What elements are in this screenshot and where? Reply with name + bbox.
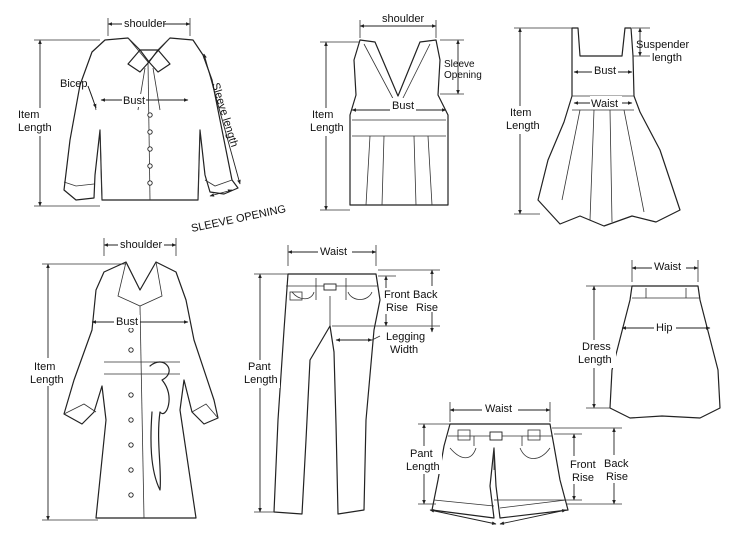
shorts-pant-length-label-2: Length: [406, 461, 440, 473]
pants-back-rise-label-2: Rise: [416, 302, 438, 314]
shorts-front-rise-label-1: Front: [570, 459, 596, 471]
skirt-dress-length-label-1: Dress: [582, 341, 611, 353]
vest-sleeve-opening-label-1: Sleeve: [444, 59, 475, 70]
dress-bust-label: Bust: [594, 65, 616, 77]
strap-dress-garment: [537, 27, 681, 227]
shirt-garment: [63, 37, 239, 201]
dress-suspender-label-1: Suspender: [636, 39, 690, 51]
pants-garment: [273, 273, 381, 515]
vest-top-garment: [349, 39, 449, 206]
vest-shoulder-label: shoulder: [382, 13, 425, 25]
shirt-bicep-label: Bicep: [60, 78, 88, 90]
skirt-dress-length-label-2: Length: [578, 354, 612, 366]
vest-bust-label: Bust: [392, 100, 414, 112]
shirt-bust-label: Bust: [123, 95, 145, 107]
pants-pant-length-label-1: Pant: [248, 361, 271, 373]
coat-buttons: [128, 327, 134, 498]
dress-item-length-label-2: Length: [506, 120, 540, 132]
shirt-buttons: [147, 112, 153, 186]
pants-legging-label-1: Legging: [386, 331, 425, 343]
pants-front-rise-label-2: Rise: [386, 302, 408, 314]
shorts-back-rise-label-1: Back: [604, 458, 629, 470]
coat-bust-label: Bust: [116, 316, 138, 328]
shirt-sleeve-opening-label: SLEEVE OPENING: [190, 203, 287, 235]
pants-pant-length-label-2: Length: [244, 374, 278, 386]
pants-front-rise-label-1: Front: [384, 289, 410, 301]
pants-waist-label: Waist: [320, 246, 347, 258]
shorts-front-rise-label-2: Rise: [572, 472, 594, 484]
shorts-waist-label: Waist: [485, 403, 512, 415]
shirt-item-length-label-2: Length: [18, 122, 52, 134]
skirt-hip-label: Hip: [656, 322, 673, 334]
coat-garment: [63, 261, 219, 519]
coat-shoulder-label: shoulder: [120, 239, 163, 251]
pants-legging-label-2: Width: [390, 344, 418, 356]
shirt-shoulder-label: shoulder: [124, 18, 167, 30]
shorts-back-rise-label-2: Rise: [606, 471, 628, 483]
coat-item-length-label-2: Length: [30, 374, 64, 386]
vest-item-length-label-1: Item: [312, 109, 333, 121]
skirt-measurements: [586, 260, 711, 409]
shorts-pant-length-label-1: Pant: [410, 448, 433, 460]
dress-item-length-label-1: Item: [510, 107, 531, 119]
skirt-garment: [609, 285, 721, 419]
dress-waist-label: Waist: [591, 98, 618, 110]
dress-suspender-label-2: length: [652, 52, 682, 64]
shirt-sleeve-length-label: Sleeve length: [209, 81, 240, 148]
shorts-garment: [431, 423, 569, 519]
pants-measurements: [254, 245, 440, 513]
vest-sleeve-opening-label-2: Opening: [444, 70, 482, 81]
shirt-item-length-label-1: Item: [18, 109, 39, 121]
coat-item-length-label-1: Item: [34, 361, 55, 373]
skirt-waist-label: Waist: [654, 261, 681, 273]
pants-back-rise-label-1: Back: [413, 289, 438, 301]
vest-item-length-label-2: Length: [310, 122, 344, 134]
